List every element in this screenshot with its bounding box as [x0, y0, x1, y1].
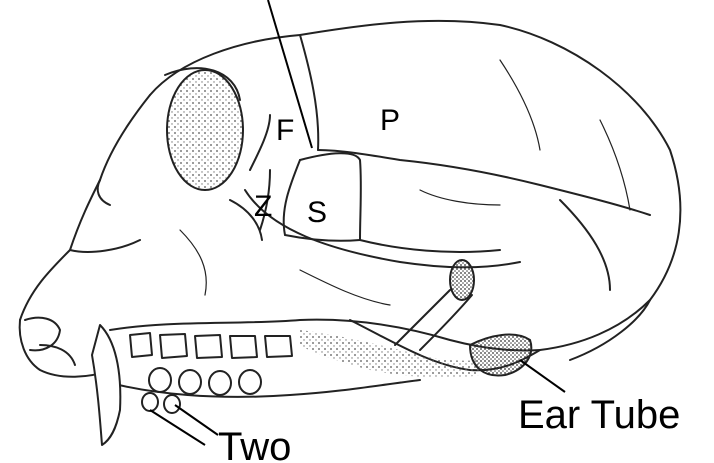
label-two: Two — [218, 425, 291, 463]
label-zygomatic: Z — [254, 190, 272, 223]
leader-line-ear-tube — [520, 360, 565, 392]
cranium-outline — [150, 21, 680, 370]
label-sphenoid: S — [307, 196, 327, 229]
leader-line-two-a — [150, 410, 205, 445]
ear-canal — [450, 260, 474, 300]
label-ear-tube: Ear Tube — [518, 393, 680, 437]
label-frontal: F — [276, 114, 294, 147]
brow-ridge — [20, 95, 150, 320]
suture-coronal — [318, 150, 650, 215]
label-parietal: P — [380, 104, 400, 137]
suture-frontal-parietal — [300, 35, 318, 150]
canine-tooth — [92, 325, 120, 445]
orbit — [167, 70, 243, 190]
tooth-row — [130, 333, 292, 413]
